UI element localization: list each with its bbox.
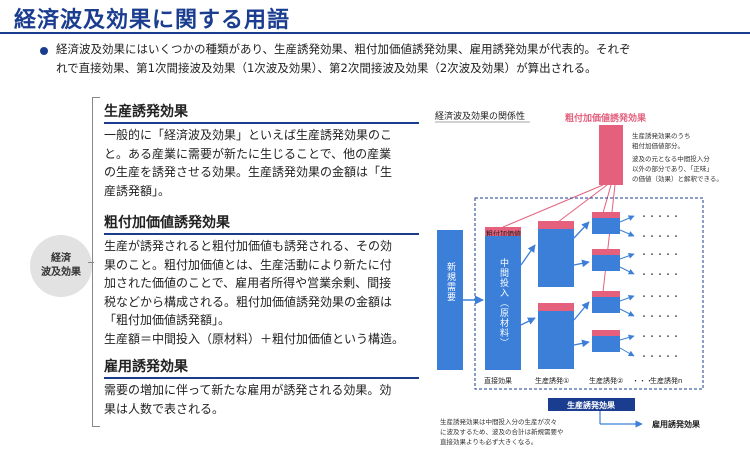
new-demand-label: 新規需要 bbox=[445, 261, 456, 302]
section-underline bbox=[104, 122, 419, 124]
new-demand-box bbox=[437, 230, 463, 370]
continuation-dots: ・・・・・ bbox=[640, 312, 680, 321]
flow-arrow bbox=[573, 259, 590, 268]
body-line: 産誘発額」。 bbox=[104, 183, 171, 198]
gva-connector bbox=[602, 184, 616, 293]
bottom-note-line: に波及するため、波及の合計は新規需要や bbox=[440, 427, 564, 436]
flow-arrow bbox=[520, 244, 536, 266]
gva-connector bbox=[502, 184, 604, 228]
body-line: と。ある産業に需要が新たに生じることで、他の産業 bbox=[104, 146, 392, 161]
gva-note-line: 以外の部分であり、「正味」 bbox=[632, 164, 713, 173]
body-line: 果のこと。粗付加価値とは、生産活動により新たに付 bbox=[104, 257, 392, 272]
gva-note-line: の価値（効果）と解釈できる。 bbox=[632, 174, 723, 183]
flow-arrow bbox=[573, 221, 590, 239]
stage2-gva-box bbox=[592, 291, 620, 297]
flow-arrow bbox=[619, 229, 635, 237]
production-effect-label: 生産誘発効果 bbox=[567, 400, 615, 410]
body-line: 需要の増加に伴って新たな雇用が誘発される効果。効 bbox=[104, 383, 392, 397]
bottom-note-line: 生産誘発効果は中間投入分の生産が次々 bbox=[440, 417, 557, 426]
gva-connector bbox=[602, 184, 612, 214]
body-line: の生産を誘発させる効果。生産誘発効果の金額は「生 bbox=[104, 165, 393, 179]
stage2-box bbox=[592, 255, 620, 271]
section-title: 雇用誘発効果 bbox=[104, 359, 188, 375]
intro-line: 経済波及効果にはいくつかの種類があり、生産誘発効果、粗付加価値誘発効果、雇用誘発… bbox=[56, 42, 631, 56]
stage1-box bbox=[538, 229, 574, 287]
category-label: 波及効果 bbox=[41, 267, 81, 278]
stage2-gva-box bbox=[592, 330, 620, 336]
employment-effect-label: 雇用誘発効果 bbox=[651, 419, 700, 429]
flow-arrow bbox=[520, 317, 536, 326]
continuation-dots: ・・・・・ bbox=[640, 232, 680, 241]
flow-arrow bbox=[573, 301, 590, 321]
flow-arrow bbox=[619, 252, 635, 260]
section-underline bbox=[104, 377, 419, 379]
stage-label: 生産誘発② bbox=[589, 376, 623, 385]
gva-connector bbox=[557, 184, 608, 223]
section-body: 生産が誘発されると粗付加価値も誘発される、その効 果のこと。粗付加価値とは、生産… bbox=[104, 237, 424, 348]
flow-arrow bbox=[619, 308, 635, 317]
section-title: 生産誘発効果 bbox=[104, 104, 188, 120]
stage-label: 直接効果 bbox=[484, 376, 512, 385]
stage2-gva-box bbox=[592, 212, 620, 218]
intro-text: 経済波及効果にはいくつかの種類があり、生産誘発効果、粗付加価値誘発効果、雇用誘発… bbox=[56, 40, 736, 78]
intermediate-input-label: 中間投入（原材料） bbox=[498, 257, 509, 348]
section-underline bbox=[104, 233, 419, 235]
stage1-box bbox=[538, 311, 574, 369]
intro-line: れで直接効果、第1次間接波及効果（1次波及効果）、第2次間接波及効果（2次波及効… bbox=[56, 61, 597, 75]
body-line: 加された価値のことで、雇用者所得や営業余剰、間接 bbox=[104, 276, 392, 290]
continuation-dots: ・・・・・ bbox=[640, 352, 680, 361]
stage1-gva-box bbox=[538, 221, 574, 229]
flow-arrow bbox=[619, 334, 635, 341]
stage1-gva-box bbox=[538, 303, 574, 311]
body-line: 「粗付加価値誘発額」。 bbox=[104, 313, 231, 327]
continuation-dots: ・・・・・ bbox=[640, 212, 680, 221]
stage2-box bbox=[592, 297, 620, 313]
section-title: 粗付加価値誘発効果 bbox=[104, 215, 230, 231]
body-line: 生産額＝中間投入（原材料）＋粗付加価値という構造。 bbox=[104, 331, 405, 346]
direct-effect-box bbox=[485, 236, 521, 370]
flow-arrow bbox=[619, 215, 635, 223]
stage2-box bbox=[592, 218, 620, 234]
gva-note-line: 粗付加価値部分。 bbox=[632, 141, 684, 150]
stage-label: 生産誘発① bbox=[535, 376, 569, 385]
gva-note-line: 波及の元となる中間投入分 bbox=[632, 154, 710, 163]
stage2-box bbox=[592, 336, 620, 352]
body-line: 税などから構成される。粗付加価値誘発効果の金額は bbox=[104, 294, 393, 309]
section-body: 需要の増加に伴って新たな雇用が誘発される効果。効 果は人数で表される。 bbox=[104, 381, 424, 418]
bullet-icon bbox=[40, 47, 48, 55]
direct-gva-box bbox=[485, 227, 521, 236]
gva-note-line: 生産誘発効果のうち bbox=[632, 131, 691, 140]
bracket-tip bbox=[88, 262, 94, 263]
category-circle: 経済 波及効果 bbox=[30, 235, 92, 297]
flow-arrow bbox=[573, 339, 590, 348]
flow-arrow bbox=[619, 347, 635, 357]
category-label: 経済 bbox=[51, 253, 71, 264]
continuation-dots: ・・・・・ bbox=[640, 292, 680, 301]
stage2-gva-box bbox=[592, 249, 620, 255]
continuation-dots: ・・・・・ bbox=[640, 332, 680, 341]
bottom-note-line: 直接効果よりも必ず大きくなる。 bbox=[440, 437, 537, 446]
stage-label: 生産誘発n bbox=[650, 376, 682, 385]
body-line: 一般的に「経済波及効果」といえば生産誘発効果のこ bbox=[104, 128, 393, 142]
production-effect-frame bbox=[474, 197, 704, 390]
page-title: 経済波及効果に関する用語 bbox=[14, 8, 291, 33]
body-line: 生産が誘発されると粗付加価値も誘発される、その効 bbox=[104, 239, 393, 253]
gva-tag-label: 粗付加価値 bbox=[486, 229, 521, 238]
gva-effect-box bbox=[599, 125, 623, 185]
flow-arrow bbox=[619, 294, 635, 302]
title-underline bbox=[0, 32, 750, 34]
continuation-dots: ・・・・・ bbox=[640, 250, 680, 259]
flow-arrow bbox=[619, 266, 635, 275]
production-effect-badge bbox=[548, 398, 635, 411]
continuation-dots: ・・・ bbox=[632, 377, 653, 385]
diagram-heading: 経済波及効果の関係性 bbox=[435, 110, 525, 122]
body-line: 果は人数で表される。 bbox=[104, 401, 225, 416]
continuation-dots: ・・・・・ bbox=[640, 270, 680, 279]
section-body: 一般的に「経済波及効果」といえば生産誘発効果のこ と。ある産業に需要が新たに生じ… bbox=[104, 126, 424, 200]
gva-effect-label: 粗付加価値誘発効果 bbox=[565, 112, 647, 124]
